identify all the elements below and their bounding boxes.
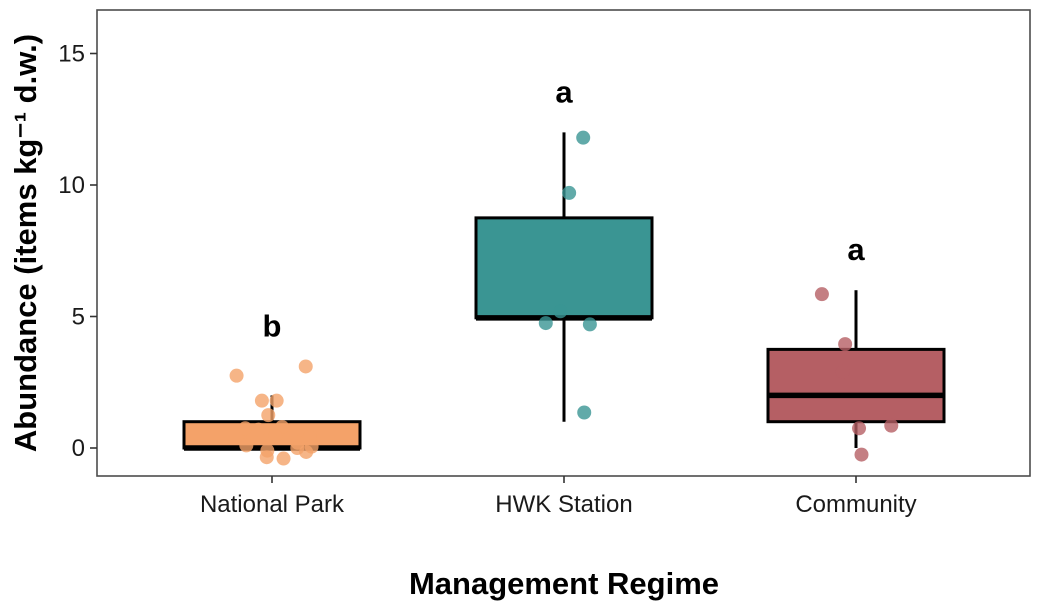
y-tick-label: 10 [58, 172, 85, 199]
data-point-national-park [261, 408, 276, 423]
plot-marks: b a a [182, 74, 946, 466]
significance-letter-national-park: b [263, 308, 282, 343]
data-point-national-park [238, 421, 253, 436]
data-point-national-park [251, 422, 266, 437]
data-point-national-park [269, 393, 284, 408]
data-point-national-park [254, 393, 269, 408]
data-point-national-park [298, 359, 313, 374]
y-tick-label: 5 [72, 304, 85, 331]
data-point-hwk-station [538, 316, 553, 331]
data-point-hwk-station [553, 304, 568, 319]
y-tick-label: 15 [58, 41, 85, 68]
data-point-community [838, 337, 853, 352]
x-tick-label: Community [795, 491, 916, 518]
data-point-national-park [259, 450, 274, 465]
data-point-community [852, 421, 867, 436]
x-axis-title: Management Regime [409, 566, 719, 601]
significance-letter-community: a [847, 232, 865, 267]
data-point-national-park [299, 444, 314, 459]
data-point-national-park [229, 368, 244, 383]
data-point-hwk-station [577, 405, 592, 420]
significance-letter-hwk-station: a [555, 74, 573, 109]
x-tick-label: HWK Station [495, 491, 632, 518]
y-tick-label: 0 [72, 435, 85, 462]
box-hwk-station [474, 216, 654, 320]
x-axis: National Park HWK Station Community [200, 476, 917, 518]
data-point-national-park [268, 429, 283, 444]
y-axis-title: Abundance (items kg⁻¹ d.w.) [8, 34, 43, 452]
data-point-community [854, 447, 869, 462]
x-tick-label: National Park [200, 491, 345, 518]
data-point-community [814, 287, 829, 302]
data-point-hwk-station [582, 317, 597, 332]
data-point-national-park [239, 438, 254, 453]
data-point-hwk-station [562, 185, 577, 200]
data-point-hwk-station [576, 130, 591, 145]
data-point-community [884, 418, 899, 433]
box-community [766, 347, 946, 424]
data-point-national-park [276, 451, 291, 466]
y-axis: 0 5 10 15 [58, 41, 97, 462]
data-point-community [835, 364, 850, 379]
